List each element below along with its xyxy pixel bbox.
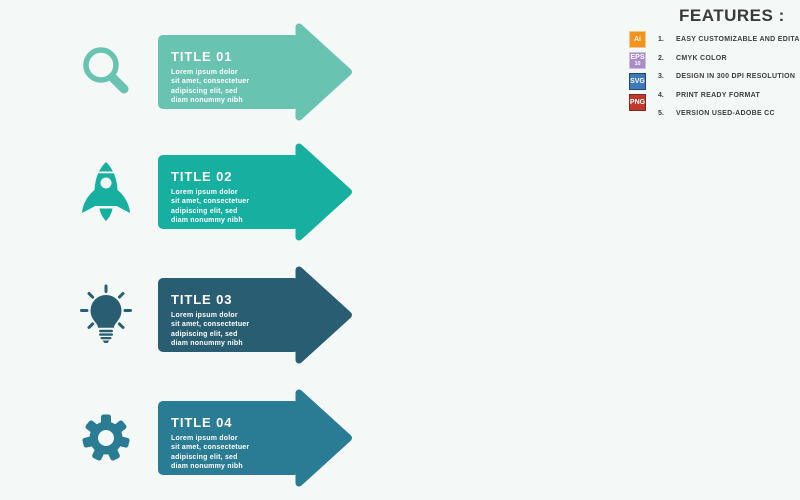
arrow-shape [158, 389, 352, 487]
step-text-block: TITLE 04 Lorem ipsum dolor sit amet, con… [171, 415, 296, 472]
step-description: Lorem ipsum dolor sit amet, consectetuer… [171, 435, 250, 471]
feature-item-2: 2. CMYK COLOR [658, 54, 727, 62]
svg-file-icon: SVG [629, 73, 646, 90]
step-row-3: TITLE 03 Lorem ipsum dolor sit amet, con… [74, 265, 554, 365]
arrow-banner-3: TITLE 03 Lorem ipsum dolor sit amet, con… [158, 265, 353, 365]
features-list: 1. EASY CUSTOMIZABLE AND EDITABLE 2. CMY… [658, 36, 800, 129]
arrow-banner-1: TITLE 01 Lorem ipsum dolor sit amet, con… [158, 22, 353, 122]
ai-file-icon: Ai [629, 31, 646, 48]
step-description: Lorem ipsum dolor sit amet, consectetuer… [171, 189, 250, 225]
rocket-icon [74, 160, 138, 224]
lightbulb-icon [74, 283, 138, 347]
step-row-2: TITLE 02 Lorem ipsum dolor sit amet, con… [74, 142, 554, 242]
step-text-block: TITLE 02 Lorem ipsum dolor sit amet, con… [171, 169, 296, 226]
magnifier-icon-svg [83, 47, 129, 94]
arrow-shape [158, 23, 352, 121]
arrow-banner-4: TITLE 04 Lorem ipsum dolor sit amet, con… [158, 388, 353, 488]
step-title: TITLE 04 [171, 415, 233, 430]
step-description: Lorem ipsum dolor sit amet, consectetuer… [171, 312, 250, 348]
step-row-4: TITLE 04 Lorem ipsum dolor sit amet, con… [74, 388, 554, 488]
feature-item-3: 3. DESIGN IN 300 DPI RESOLUTION [658, 73, 796, 80]
png-file-icon: PNG [629, 94, 646, 111]
step-text-block: TITLE 01 Lorem ipsum dolor sit amet, con… [171, 49, 296, 106]
feature-item-5: 5. VERSION USED-ADOBE CC [658, 110, 775, 117]
step-title: TITLE 02 [171, 169, 233, 184]
arrow-shape [158, 266, 352, 364]
arrow-banner-2: TITLE 02 Lorem ipsum dolor sit amet, con… [158, 142, 353, 242]
arrow-shape [158, 143, 352, 241]
gear-icon [74, 406, 138, 470]
features-panel: FEATURES : Ai EPS 10 SVG PNG 1. EASY [628, 6, 800, 126]
magnifier-icon [74, 40, 138, 104]
feature-item-1: 1. EASY CUSTOMIZABLE AND EDITABLE [658, 36, 800, 43]
step-row-1: TITLE 01 Lorem ipsum dolor sit amet, con… [74, 22, 554, 122]
step-text-block: TITLE 03 Lorem ipsum dolor sit amet, con… [171, 292, 296, 349]
step-description: Lorem ipsum dolor sit amet, consectetuer… [171, 69, 250, 105]
step-title: TITLE 01 [171, 49, 233, 64]
features-heading: FEATURES : [679, 6, 785, 25]
rocket-icon-svg [82, 162, 130, 221]
lightbulb-icon-svg [80, 284, 132, 343]
file-format-badges: Ai EPS 10 SVG PNG [629, 31, 646, 115]
gear-icon-svg [82, 414, 130, 461]
step-title: TITLE 03 [171, 292, 233, 307]
feature-item-4: 4. PRINT READY FORMAT [658, 91, 761, 99]
eps-file-icon: EPS 10 [629, 52, 646, 69]
